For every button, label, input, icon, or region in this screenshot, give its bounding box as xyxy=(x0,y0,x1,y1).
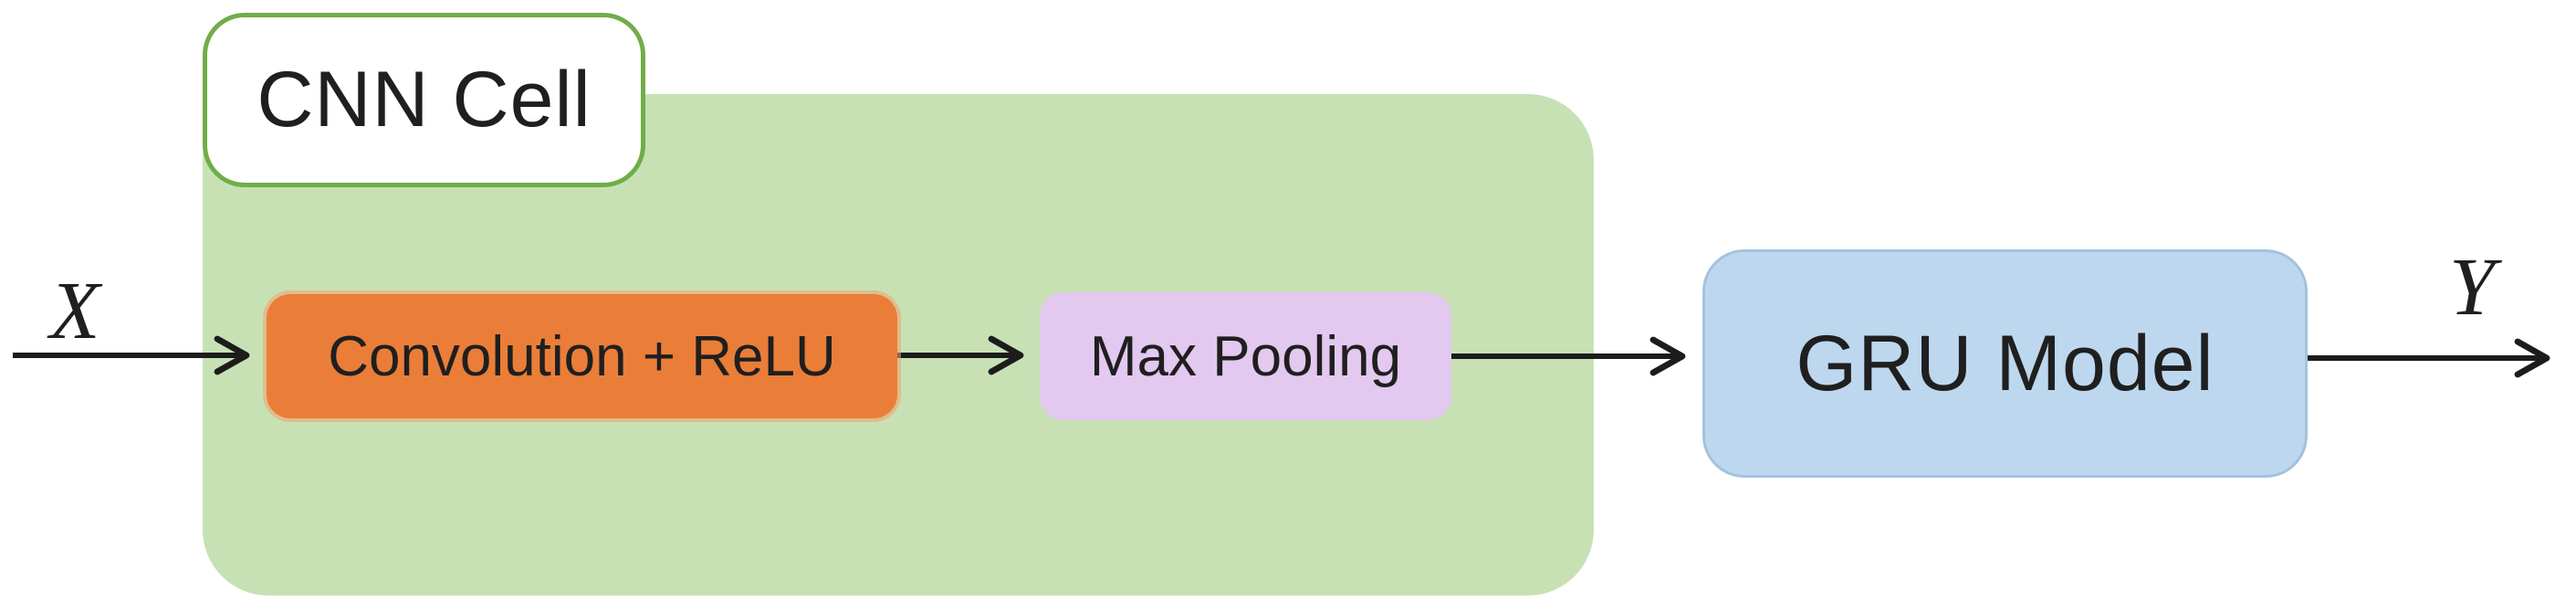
gru-model-label: GRU Model xyxy=(1796,319,2215,407)
cnn-cell-title: CNN Cell xyxy=(257,56,592,143)
max-pooling-node: Max Pooling xyxy=(1040,292,1451,420)
output-variable-label: Y xyxy=(2448,242,2496,332)
convolution-relu-label: Convolution + ReLU xyxy=(328,324,836,388)
max-pooling-label: Max Pooling xyxy=(1089,324,1402,388)
gru-model-node: GRU Model xyxy=(1702,249,2308,478)
convolution-relu-node: Convolution + ReLU xyxy=(267,294,897,418)
cnn-cell-title-box: CNN Cell xyxy=(203,13,645,187)
input-variable-label: X xyxy=(49,266,100,356)
